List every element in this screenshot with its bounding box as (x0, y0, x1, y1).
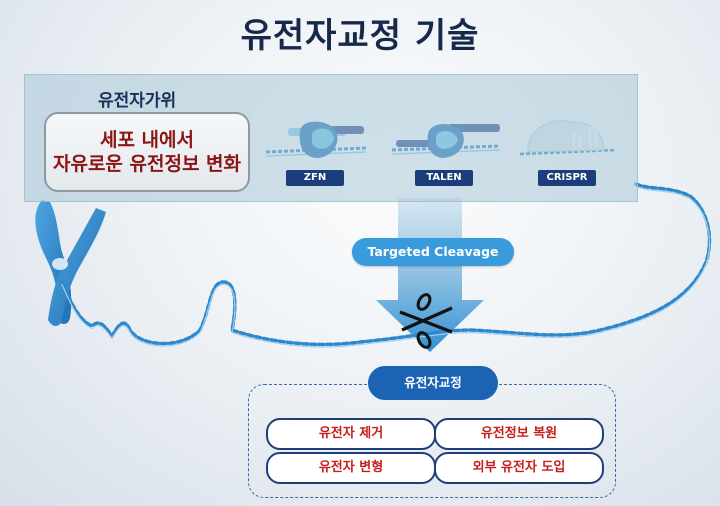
chromosome-icon (35, 200, 106, 326)
action-gene-removal: 유전자 제거 (266, 418, 436, 450)
change-line-2: 자유로운 유전정보 변화 (52, 153, 242, 175)
scissors-icon (399, 293, 453, 349)
panel-label: 유전자가위 (98, 91, 177, 111)
dna-strand (60, 182, 712, 348)
page-title: 유전자교정 기술 (240, 16, 480, 56)
action-gene-insertion: 외부 유전자 도입 (434, 452, 604, 484)
crispr-label: CRISPR (538, 170, 596, 186)
change-line-1: 세포 내에서 (99, 129, 194, 151)
talen-label: TALEN (415, 170, 473, 186)
gene-editing-pill: 유전자교정 (368, 366, 498, 400)
action-gene-restoration: 유전정보 복원 (434, 418, 604, 450)
change-description-box: 세포 내에서 자유로운 유전정보 변화 (44, 112, 250, 192)
action-gene-modification: 유전자 변형 (266, 452, 436, 484)
targeted-cleavage-label: Targeted Cleavage (352, 238, 514, 266)
zfn-label: ZFN (286, 170, 344, 186)
